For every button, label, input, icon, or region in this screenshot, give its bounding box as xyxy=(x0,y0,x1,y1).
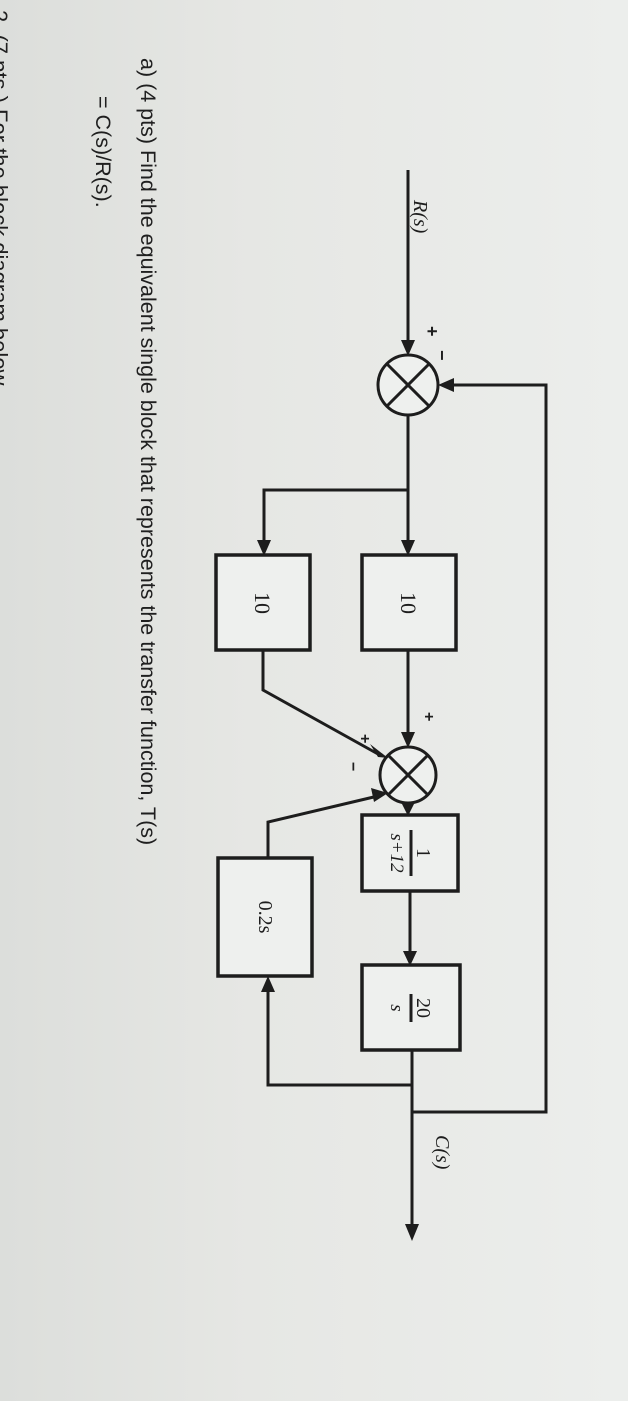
output-signal: C(s) xyxy=(405,1050,453,1241)
block-plant-1: 1 s+12 xyxy=(360,813,460,893)
input-signal: R(s) xyxy=(401,170,431,356)
block-gain-forward: 10 xyxy=(360,553,458,652)
summer2-inputs xyxy=(261,650,415,858)
summer1-plus-sign: + xyxy=(422,326,442,337)
plant1-denominator: s+12 xyxy=(386,833,407,873)
block-gain-forward-label: 10 xyxy=(396,592,421,614)
plant2-denominator: s xyxy=(386,1004,407,1011)
block-feedback-gain: 0.2s xyxy=(216,856,314,978)
summing-junction-1: + − xyxy=(376,326,452,417)
part-a-question-continued: = C(s)/R(s). xyxy=(91,96,115,208)
summer1-minus-sign: − xyxy=(432,350,452,361)
output-label: C(s) xyxy=(431,1135,453,1170)
problem-header: 2. (7 pts.) For the block diagram below. xyxy=(0,10,12,390)
summer2-minus-sign: − xyxy=(344,762,361,771)
feedback-gain-label: 0.2s xyxy=(254,901,276,934)
summer2-plus-sign-left: + xyxy=(356,734,373,743)
plant2-numerator: 20 xyxy=(412,998,434,1018)
block-gain-branch: 10 xyxy=(214,553,312,652)
inner-feedback-path xyxy=(261,976,412,1087)
arrow-to-plant1 xyxy=(401,802,415,816)
block-plant-2: 20 s xyxy=(360,963,462,1052)
block-gain-branch-label: 10 xyxy=(250,592,275,614)
split-paths xyxy=(257,415,415,556)
arrow-to-plant2 xyxy=(403,951,417,966)
input-label: R(s) xyxy=(409,199,431,234)
summer2-plus-sign-top: + xyxy=(420,712,437,721)
summing-junction-2: + + − xyxy=(344,712,438,805)
outer-feedback-path xyxy=(412,378,548,1114)
part-a-question: a) (4 pts) Find the equivalent single bl… xyxy=(136,58,160,845)
plant1-numerator: 1 xyxy=(412,848,434,858)
